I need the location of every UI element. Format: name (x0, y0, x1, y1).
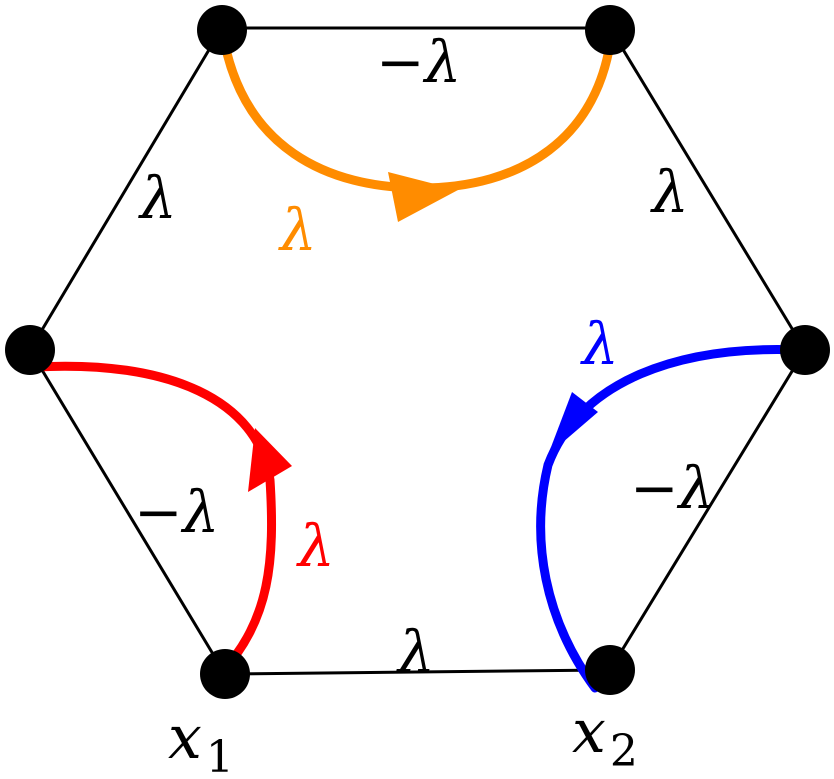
orange-arrowhead (388, 172, 458, 222)
red-arc (30, 361, 292, 677)
edge-label-bottom: λ (396, 618, 435, 686)
edge-upper-right (608, 27, 807, 351)
edge-label-upper-left: λ (138, 164, 177, 232)
edge-upper-left (28, 27, 224, 351)
vertex-label-x1-base: x (168, 703, 202, 773)
blue-arrowhead (548, 392, 598, 455)
vertex-top-left (197, 5, 247, 55)
vertex-left (5, 325, 55, 375)
edge-lower-left (28, 349, 227, 675)
vertex-right (780, 325, 830, 375)
orange-arc (217, 23, 617, 222)
red-arrowhead (248, 428, 292, 492)
edge-label-upper-right: λ (650, 158, 689, 226)
edge-bottom (224, 668, 611, 676)
edge-label-top: −λ (376, 28, 461, 96)
vertex-label-x2-sub: 2 (610, 726, 638, 777)
vertex-label-x2-base: x (572, 697, 606, 767)
edge-lower-right (608, 349, 807, 671)
vertex-x2 (585, 645, 635, 695)
edge-label-lower-left: −λ (134, 478, 219, 546)
arc-label-blue: λ (580, 310, 619, 378)
hexagon-edges (28, 26, 807, 676)
edge-label-lower-right: −λ (630, 454, 715, 522)
vertex-top-right (585, 5, 635, 55)
blue-arc (536, 345, 805, 693)
vertices (5, 5, 830, 699)
vertex-x1 (200, 649, 250, 699)
arc-label-orange: λ (278, 196, 317, 264)
arc-label-red: λ (296, 512, 335, 580)
vertex-label-x1-sub: 1 (206, 732, 234, 779)
vertex-label-x2: x2 (572, 697, 638, 777)
vertex-label-x1: x1 (168, 703, 234, 779)
blue-arc-path (536, 345, 805, 693)
